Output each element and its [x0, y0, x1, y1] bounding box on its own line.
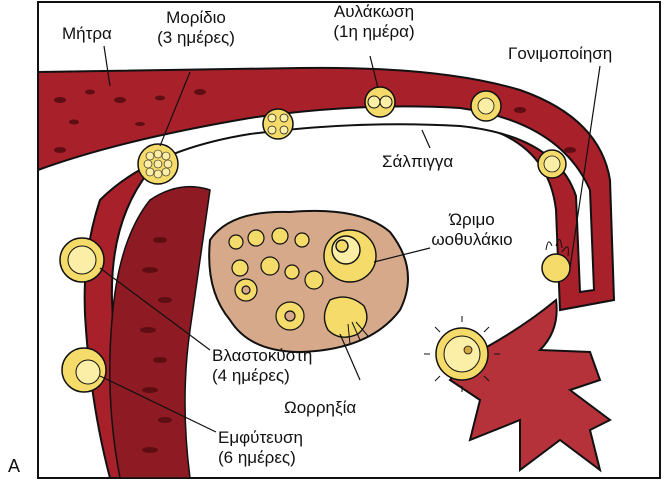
implantation-label: Εμφύτευση (6 ημέρες) — [218, 428, 303, 468]
multi-cell-stage — [263, 109, 293, 139]
uterus-label: Μήτρα — [62, 24, 112, 44]
fertilization-label: Γονιμοποίηση — [508, 44, 612, 64]
tube-zygote-2 — [471, 91, 501, 121]
morula-label-line2: (3 ημέρες) — [144, 28, 248, 48]
cleavage-label: Αυλάκωση (1η ημέρα) — [322, 2, 426, 42]
implantation-label-line2: (6 ημέρες) — [218, 448, 303, 468]
blastocyst-label-line2: (4 ημέρες) — [212, 366, 312, 386]
cleavage-label-line2: (1η ημέρα) — [322, 22, 426, 42]
blastocyst-label-line1: Βλαστοκύστη — [212, 346, 312, 366]
blastocyst-cell — [60, 238, 104, 282]
mature-follicle-label-line1: Ώριμο — [424, 210, 520, 230]
mature-follicle — [324, 230, 376, 282]
implantation-label-line1: Εμφύτευση — [218, 428, 303, 448]
ovulation-label: Ωορρηξία — [284, 398, 356, 418]
ovulated-egg — [424, 316, 500, 392]
morula-cell — [138, 144, 178, 184]
tube-zygote-1 — [538, 150, 566, 178]
mature-follicle-label: Ώριμο ωοθυλάκιο — [424, 210, 520, 250]
cleavage-label-line1: Αυλάκωση — [322, 2, 426, 22]
morula-label: Μορίδιο (3 ημέρες) — [144, 8, 248, 48]
two-cell-stage — [365, 87, 395, 117]
mature-follicle-label-line2: ωοθυλάκιο — [424, 230, 520, 250]
panel-letter: A — [8, 456, 20, 477]
implanting-embryo — [62, 348, 106, 392]
blastocyst-label: Βλαστοκύστη (4 ημέρες) — [212, 346, 312, 386]
fallopian-tube-label: Σάλπιγγα — [382, 152, 453, 172]
morula-label-line1: Μορίδιο — [144, 8, 248, 28]
